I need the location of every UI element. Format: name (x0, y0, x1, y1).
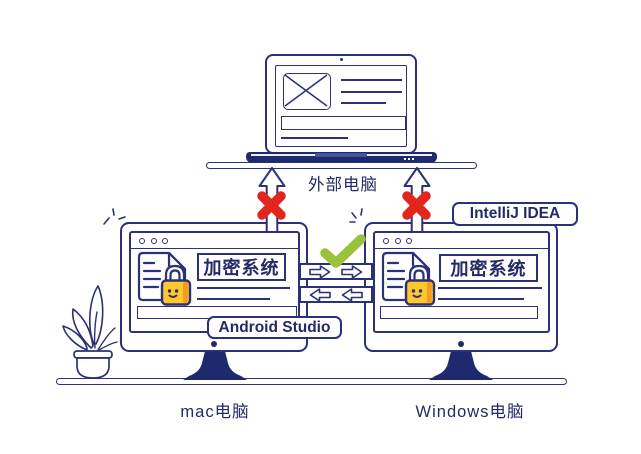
monitor-power-dot (458, 341, 464, 347)
wall-shelf (206, 162, 477, 169)
intellij-idea-badge: IntelliJ IDEA (452, 202, 578, 226)
android-studio-badge: Android Studio (207, 316, 342, 339)
text-line (438, 287, 542, 289)
text-line (438, 298, 524, 300)
window-dot (394, 237, 401, 244)
sparkle-icon (103, 208, 126, 225)
windows-computer-label: Windows电脑 (415, 403, 525, 421)
window-dot (139, 237, 145, 244)
window-titlebar (131, 233, 298, 249)
mac-computer-label: mac电脑 (180, 403, 250, 421)
laptop-camera-dot (340, 58, 343, 61)
monitor-power-dot (211, 341, 217, 347)
window-dot (383, 237, 389, 244)
window-dot (150, 237, 157, 244)
left-arrow-icon (341, 287, 363, 302)
monitor-stand (183, 351, 247, 380)
window-titlebar (375, 233, 548, 249)
mac-encryption-system-box: 加密系统 (197, 253, 286, 281)
window-dot (406, 237, 412, 244)
window-dot (162, 237, 168, 244)
text-line (341, 102, 386, 104)
laptop-base (246, 152, 437, 163)
potted-plant-icon (62, 285, 118, 379)
input-placeholder (281, 116, 406, 130)
left-arrow-icon (309, 287, 331, 302)
right-arrow-icon (341, 264, 363, 279)
text-line (197, 298, 270, 300)
text-line (281, 137, 348, 139)
external-computer-label: 外部电脑 (308, 176, 378, 194)
green-check-icon (320, 234, 366, 268)
red-x-icon (257, 191, 286, 220)
text-line (341, 79, 402, 81)
windows-encryption-system-label: 加密系统 (450, 259, 527, 279)
intellij-idea-label: IntelliJ IDEA (469, 205, 561, 222)
monitor-stand (429, 351, 493, 380)
locked-document-icon (381, 251, 436, 306)
windows-encryption-system-box: 加密系统 (439, 254, 538, 282)
text-line (341, 91, 402, 93)
image-placeholder-icon (283, 73, 331, 110)
right-arrow-icon (309, 264, 331, 279)
trackpad-notch (315, 153, 367, 157)
red-x-icon (402, 191, 431, 220)
laptop-screen-inner (275, 65, 407, 147)
transfer-band-left (299, 286, 373, 303)
sparkle-icon (349, 208, 363, 223)
android-studio-label: Android Studio (218, 318, 331, 336)
desk-surface (56, 378, 567, 385)
input-placeholder (380, 306, 538, 319)
text-line (197, 287, 290, 289)
mac-encryption-system-label: 加密系统 (203, 258, 280, 278)
locked-document-icon (137, 251, 192, 306)
